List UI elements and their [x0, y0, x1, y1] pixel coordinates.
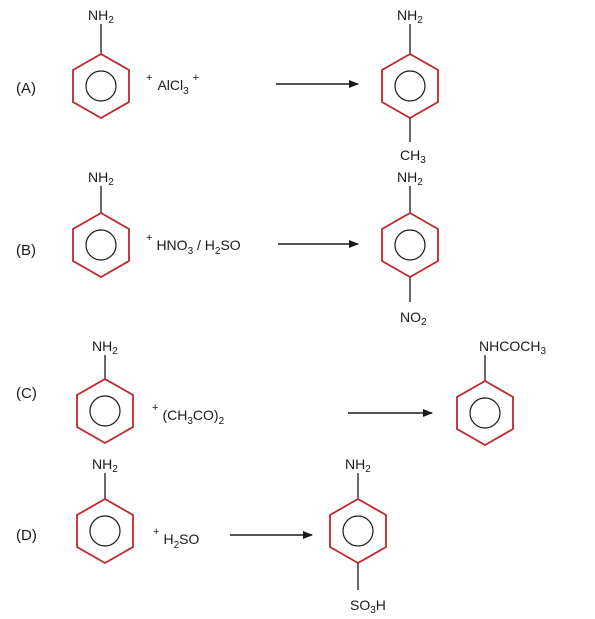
reactant-amino-group: NH2: [88, 7, 114, 26]
reactant-amino-group: NH2: [88, 169, 114, 188]
reaction-a: (A) NH2 +AlCl3+ NH2 CH3: [16, 7, 439, 166]
reactant-benzene-ring: [76, 498, 134, 564]
reactant-amino-group: NH2: [92, 456, 118, 475]
product-benzene-ring: [329, 498, 387, 564]
product-methyl-group: CH3: [400, 147, 426, 166]
reactant-benzene-ring: [76, 378, 134, 444]
reagent-text: +H2SO: [153, 526, 199, 551]
product-sulfonic-acid-group: SO3H: [350, 597, 386, 616]
product-acetamido-group: NHCOCH3: [479, 338, 546, 357]
reagent-text: +AlCl3+: [146, 72, 199, 97]
reactant-benzene-ring: [72, 212, 130, 278]
reaction-label: (A): [16, 80, 36, 97]
reaction-c: (C) NH2 +(CH3CO)2 NHCOCH3: [16, 338, 546, 446]
product-nitro-group: NO2: [400, 309, 427, 328]
reaction-d: (D) NH2 +H2SO NH2 SO3H: [16, 456, 387, 616]
reaction-label: (B): [16, 242, 36, 259]
product-benzene-ring: [381, 53, 439, 119]
reactant-benzene-ring: [72, 53, 130, 119]
reaction-b: (B) NH2 +HNO3 / H2SO NH2 NO2: [16, 169, 439, 328]
reactant-amino-group: NH2: [92, 338, 118, 357]
reagent-text: +HNO3 / H2SO: [146, 232, 241, 257]
reagent-text: +(CH3CO)2: [152, 402, 225, 427]
product-benzene-ring: [456, 380, 514, 446]
product-benzene-ring: [381, 212, 439, 278]
product-amino-group: NH2: [397, 7, 423, 26]
product-amino-group: NH2: [397, 169, 423, 188]
reaction-label: (D): [16, 527, 37, 544]
reaction-label: (C): [16, 385, 37, 402]
product-amino-group: NH2: [345, 456, 371, 475]
